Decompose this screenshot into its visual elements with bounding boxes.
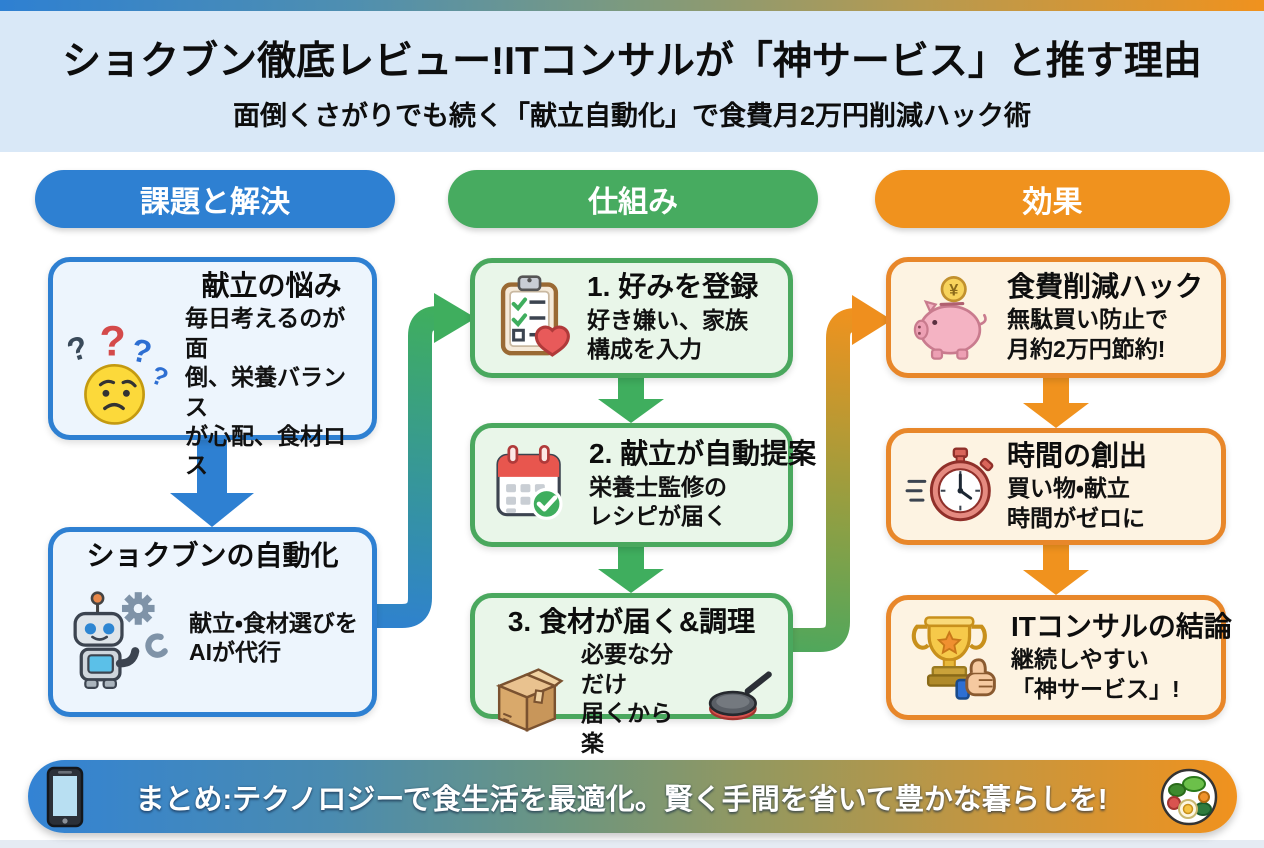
box-body: 継続しやすい 「神サービス」! — [1011, 646, 1180, 702]
worried-face-questions-icon: ? ? ? ? — [67, 319, 175, 431]
box-body: 買い物・献立 時間がゼロに — [1007, 475, 1145, 531]
box-step2-auto-propose: 2. 献立が自動提案 栄養士監修の レシピが届く — [470, 423, 816, 547]
page-subtitle: 面倒くさがりでも続く「献立自動化」で食費月2万円削減ハック術 — [232, 101, 1031, 131]
box-title: 時間の創出 — [1007, 439, 1148, 471]
calendar-check-icon — [489, 439, 579, 531]
salad-plate-icon — [1159, 767, 1219, 827]
box-title: ITコンサルの結論 — [1011, 610, 1232, 642]
column-header-mechanism-label: 仕組み — [588, 186, 678, 219]
header: ショクブン徹底レビュー!ITコンサルが「神サービス」と推す理由 面倒くさがりでも… — [0, 11, 1264, 152]
connector-problem-to-mechanism — [377, 306, 450, 628]
box-step3-delivery-cook: 3. 食材が届く&調理 必要な分だけ 届くから楽 — [470, 593, 793, 756]
box-title: 献立の悩み — [201, 270, 342, 301]
svg-text:?: ? — [128, 332, 155, 371]
arrow-down-problem — [170, 440, 254, 527]
summary-banner: まとめ:テクノロジーで食生活を最適化。賢く手間を省いて豊かな暮らしを! — [28, 760, 1237, 833]
bottom-strip — [0, 840, 1264, 848]
trophy-thumbs-up-icon — [905, 612, 1001, 704]
column-header-problem-label: 課題と解決 — [140, 186, 290, 219]
summary-text: まとめ:テクノロジーで食生活を最適化。賢く手間を省いて豊かな暮らしを! — [135, 783, 1108, 816]
box-title: 食費削減ハック — [1007, 270, 1204, 302]
box-it-consultant-conclusion: ITコンサルの結論 継続しやすい 「神サービス」! — [886, 595, 1232, 720]
box-body: 無駄買い防止で 月約2万円節約! — [1007, 306, 1168, 362]
top-gradient-strip — [0, 0, 1264, 11]
arrow-down-mechanism-2 — [598, 547, 664, 593]
stopwatch-icon — [905, 444, 997, 530]
arrow-down-effect-1 — [1023, 378, 1089, 428]
box-title: 1. 好みを登録 — [587, 271, 759, 303]
box-shokubun-automation: ショクブンの自動化 — [48, 527, 377, 717]
box-step1-register: 1. 好みを登録 好き嫌い、家族 構成を入力 — [470, 258, 793, 378]
clipboard-heart-icon — [489, 272, 577, 364]
box-food-cost-hack: ¥ 食費削減ハック 無駄買い防止で 月約2万円節約! — [886, 257, 1226, 378]
robot-gear-icon — [67, 586, 179, 690]
svg-text:¥: ¥ — [949, 281, 958, 299]
box-title: ショクブンの自動化 — [86, 540, 339, 571]
smartphone-icon — [46, 766, 84, 828]
piggy-bank-yen-icon: ¥ — [905, 273, 997, 363]
svg-text:?: ? — [67, 329, 92, 369]
box-time-creation: 時間の創出 買い物・献立 時間がゼロに — [886, 428, 1226, 545]
box-title: 2. 献立が自動提案 — [589, 438, 817, 470]
column-header-effect-label: 効果 — [1022, 186, 1083, 219]
arrow-down-effect-2 — [1023, 545, 1089, 595]
box-body: 必要な分だけ 届くから楽 — [581, 641, 673, 756]
column-header-effect: 効果 — [875, 170, 1230, 228]
cardboard-box-icon — [489, 663, 565, 735]
svg-text:?: ? — [99, 319, 125, 366]
column-header-problem: 課題と解決 — [35, 170, 395, 228]
frying-pan-icon — [704, 668, 774, 730]
box-title: 3. 食材が届く&調理 — [507, 606, 756, 637]
box-body: 栄養士監修の レシピが届く — [589, 473, 727, 530]
arrow-down-mechanism-1 — [598, 378, 664, 423]
box-menu-worries: ? ? ? ? 献立の悩み 毎日考えるのが面 倒、栄養バランス が心配、食材ロス — [48, 257, 377, 478]
page-title: ショクブン徹底レビュー!ITコンサルが「神サービス」と推す理由 — [62, 40, 1202, 83]
box-body: 毎日考えるのが面 倒、栄養バランス が心配、食材ロス — [185, 305, 346, 479]
box-body: 献立・食材選びを AIが代行 — [189, 609, 358, 666]
box-body: 好き嫌い、家族 構成を入力 — [587, 306, 748, 363]
column-header-mechanism: 仕組み — [448, 170, 818, 228]
svg-text:?: ? — [147, 361, 172, 393]
